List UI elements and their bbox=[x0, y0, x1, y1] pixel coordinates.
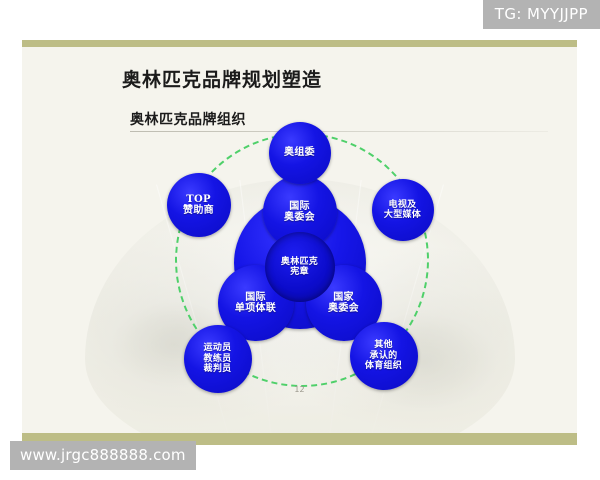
bubble-other-line1: 其他 bbox=[374, 340, 393, 351]
bubble-tv-and-media: 电视及 大型媒体 bbox=[371, 179, 434, 241]
tag-watermark: TG: MYYJJPP bbox=[482, 0, 600, 29]
bubble-ooc-line1: 奥组委 bbox=[284, 147, 315, 159]
slide-title: 奥林匹克品牌规划塑造 bbox=[122, 69, 323, 91]
subtitle-divider bbox=[130, 131, 548, 132]
bubble-top-sponsors: TOP 赞助商 bbox=[166, 173, 231, 237]
bubble-ifs-line1: 国际 bbox=[245, 291, 266, 303]
bubble-ifs-line2: 单项体联 bbox=[234, 303, 277, 314]
bubble-ioc-line1: 国际 bbox=[289, 200, 310, 212]
slide-subtitle: 奥林匹克品牌组织 bbox=[130, 112, 246, 128]
slide-content-area: 奥林匹克品牌规划塑造 奥林匹克品牌组织 国际 奥委会 国际 单项体联 国家 奥委… bbox=[22, 47, 577, 433]
bubble-other-line2: 承认的 bbox=[369, 350, 398, 361]
url-watermark: www.jrgc888888.com bbox=[10, 441, 196, 470]
bubble-top-line1: TOP bbox=[186, 193, 211, 205]
bubble-nocs-line2: 奥委会 bbox=[328, 303, 359, 314]
bubble-media-line1: 电视及 bbox=[388, 199, 417, 210]
bubble-athletes-line1: 运动员 bbox=[203, 343, 232, 354]
bubble-top-line2: 赞助商 bbox=[183, 205, 214, 216]
bubble-nocs-line1: 国家 bbox=[333, 291, 354, 303]
bubble-other-line3: 体育组织 bbox=[364, 361, 403, 372]
slide-page-number: 12 bbox=[294, 385, 305, 394]
bubble-organizing-committee: 奥组委 bbox=[268, 122, 331, 184]
presentation-slide: 奥林匹克品牌规划塑造 奥林匹克品牌组织 国际 奥委会 国际 单项体联 国家 奥委… bbox=[22, 40, 577, 445]
bubble-charter-line1: 奥林匹克 bbox=[280, 256, 319, 267]
bubble-other-recognized-organizations: 其他 承认的 体育组织 bbox=[349, 322, 418, 390]
bubble-ioc-line2: 奥委会 bbox=[284, 212, 315, 223]
bubble-athletes-line2: 教练员 bbox=[203, 353, 232, 364]
bubble-athletes-coaches-referees: 运动员 教练员 裁判员 bbox=[183, 325, 252, 393]
slide-top-border-bar bbox=[22, 40, 577, 47]
bubble-athletes-line3: 裁判员 bbox=[203, 364, 232, 375]
bubble-charter-line2: 宪章 bbox=[290, 267, 309, 277]
bubble-media-line2: 大型媒体 bbox=[383, 210, 422, 220]
bubble-olympic-charter: 奥林匹克 宪章 bbox=[264, 232, 335, 302]
